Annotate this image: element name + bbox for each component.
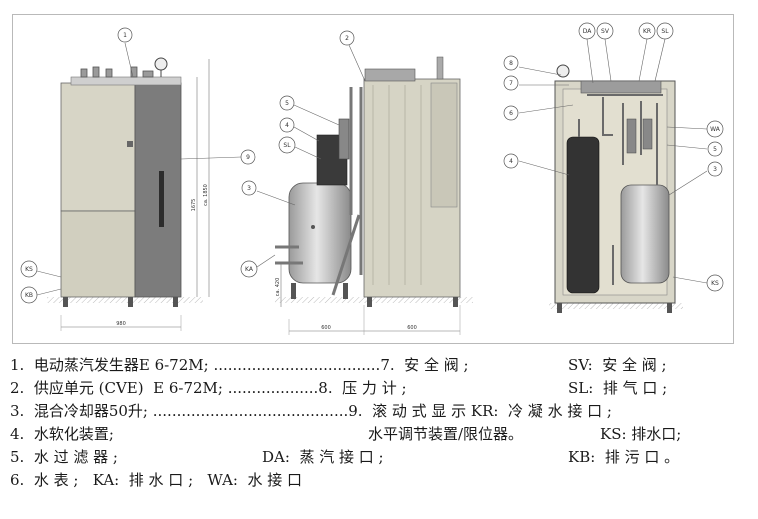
side-callout-5: 5: [285, 100, 289, 107]
back-filter-b: [642, 118, 653, 150]
side-upper-panel: [430, 82, 458, 208]
back-piping: [578, 94, 663, 285]
side-top-equipment: [364, 68, 416, 82]
legend-row-6: 6. 水 表 ; KA: 排 水 口 ; WA: 水 接 口: [10, 471, 303, 489]
side-callout-sl: SL: [283, 142, 291, 149]
front-left-panel: [60, 82, 136, 212]
dim-front-height-2: ca. 1850: [203, 184, 209, 206]
front-callout-1: 1: [123, 32, 127, 39]
legend-row-2-left: 2. 供应单元 (CVE) E 6-72M; .................…: [10, 379, 407, 397]
back-callout-ks: KS: [711, 280, 719, 287]
back-callout-wa: WA: [710, 126, 721, 133]
back-filter-a: [626, 118, 637, 154]
side-callout-ka: KA: [245, 266, 254, 273]
back-callout-5: 5: [713, 146, 717, 153]
front-callout-kb: KB: [25, 292, 33, 299]
steam-generator-drawing: 980 1675 ca. 1850 1 9 KS KB: [20, 22, 724, 335]
side-callout-4: 4: [285, 122, 289, 129]
front-callout-ks: KS: [25, 266, 33, 273]
back-callout-sl: SL: [661, 28, 669, 35]
legend-row-4-middle: 水平调节装置/限位器。: [368, 425, 524, 443]
legend-row-4-right: KS: 排水口;: [600, 425, 682, 443]
legend-row-5-middle: DA: 蒸 汽 接 口 ;: [262, 448, 384, 466]
dim-side-depth-2: 600: [407, 325, 417, 331]
back-callout-8: 8: [509, 60, 513, 67]
side-filter: [338, 118, 350, 160]
back-top-fittings: [580, 80, 662, 94]
back-softener-tank: [566, 136, 600, 294]
side-pipes: [275, 87, 363, 296]
side-panel-lines: [372, 85, 422, 285]
legend-row-3: 3. 混合冷却器50升; ...........................…: [10, 402, 612, 420]
legend-row-4-left: 4. 水软化装置;: [10, 425, 114, 443]
front-lower-panel: [60, 210, 136, 298]
back-floor: [549, 303, 683, 309]
dim-side-height: ca. 420: [275, 278, 281, 297]
back-view: 8 7 6 4 DA SV KR SL WA 5 3 KS: [503, 22, 724, 313]
back-callout-4: 4: [509, 158, 513, 165]
side-callout-3: 3: [247, 185, 251, 192]
side-floor: [275, 297, 473, 303]
front-feet: [63, 297, 178, 307]
legend-row-5-left: 5. 水 过 滤 器 ;: [10, 448, 118, 466]
front-floor: [47, 297, 203, 303]
front-valves: [80, 66, 154, 78]
back-callout-7: 7: [509, 80, 513, 87]
front-handle: [127, 141, 133, 147]
technical-drawing: 980 1675 ca. 1850 1 9 KS KB: [12, 14, 734, 344]
legend-row-1-right: SV: 安 全 阀 ;: [568, 356, 667, 374]
dim-front-width: 980: [116, 321, 126, 327]
front-display: [159, 171, 164, 227]
legend-row-2-right: SL: 排 气 口 ;: [568, 379, 668, 397]
front-callout-9: 9: [246, 154, 250, 161]
legend: 1. 电动蒸汽发生器E 6-72M; .....................…: [0, 346, 758, 519]
front-pressure-gauge: [154, 57, 168, 71]
back-callout-sv: SV: [601, 28, 610, 35]
legend-row-5-right: KB: 排 污 口 。: [568, 448, 680, 466]
back-callout-kr: KR: [643, 28, 651, 35]
back-feet: [557, 303, 672, 313]
side-view: 600 600 ca. 420 2 5 4 SL 3 KA: [240, 30, 473, 335]
back-pressure-gauge: [556, 64, 570, 78]
side-feet: [291, 283, 458, 307]
back-callout-6: 6: [509, 110, 513, 117]
front-right-column: [134, 82, 182, 298]
back-callout-3: 3: [713, 166, 717, 173]
back-tank: [620, 184, 670, 284]
back-callout-da: DA: [583, 28, 593, 35]
front-view: 980 1675 ca. 1850 1 9 KS KB: [20, 27, 256, 331]
dim-side-depth-1: 600: [321, 325, 331, 331]
side-callout-2: 2: [345, 35, 349, 42]
dim-front-height-1: 1675: [191, 199, 197, 212]
front-top-box: [70, 76, 182, 86]
legend-row-1-left: 1. 电动蒸汽发生器E 6-72M; .....................…: [10, 356, 469, 374]
